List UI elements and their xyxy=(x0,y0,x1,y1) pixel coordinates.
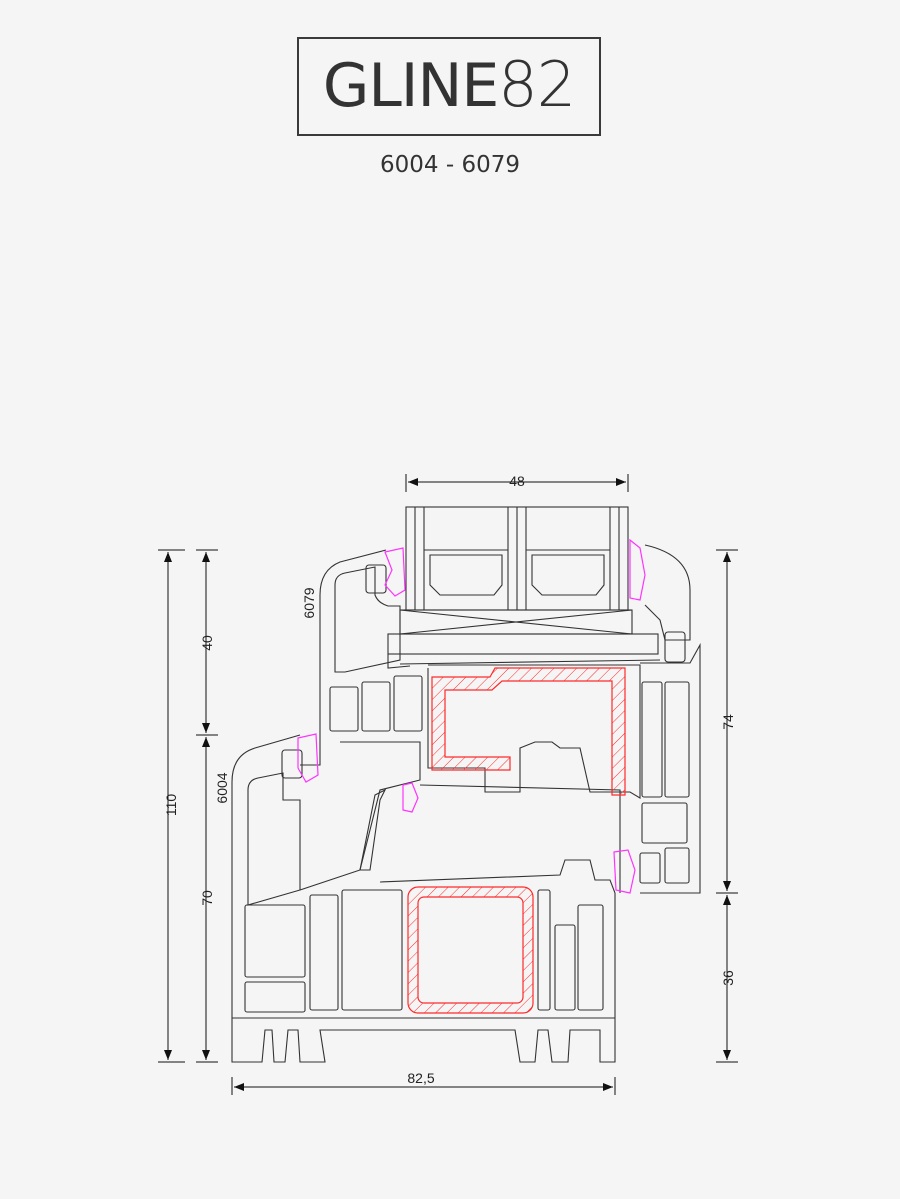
dim-total-width: 82,5 xyxy=(407,1070,434,1086)
logo-number: 82 xyxy=(498,48,576,121)
dim-total-height: 110 xyxy=(163,794,179,817)
frame-profile xyxy=(231,734,621,1063)
dim-sash-height: 40 xyxy=(199,635,215,651)
logo-brand: GLINE xyxy=(322,51,499,121)
dim-frame-height: 70 xyxy=(199,890,215,906)
logo-text: GLINE82 xyxy=(299,53,599,121)
dimension-labels: 48 110 40 70 74 36 82,5 6079 6004 xyxy=(163,473,736,1086)
profile-code-title: 6004 - 6079 xyxy=(380,152,520,178)
dim-right-upper: 74 xyxy=(720,714,736,730)
dim-right-lower: 36 xyxy=(720,970,736,986)
gaskets xyxy=(297,538,646,894)
dim-glass-width: 48 xyxy=(509,473,525,489)
sash-profile-label: 6079 xyxy=(301,587,317,618)
dimension-lines xyxy=(158,474,738,1095)
logo: GLINE82 xyxy=(297,37,601,136)
frame-profile-label: 6004 xyxy=(214,772,230,803)
glass-unit xyxy=(387,506,659,655)
sash-profile xyxy=(319,544,701,894)
steel-reinforcement xyxy=(407,667,626,1014)
